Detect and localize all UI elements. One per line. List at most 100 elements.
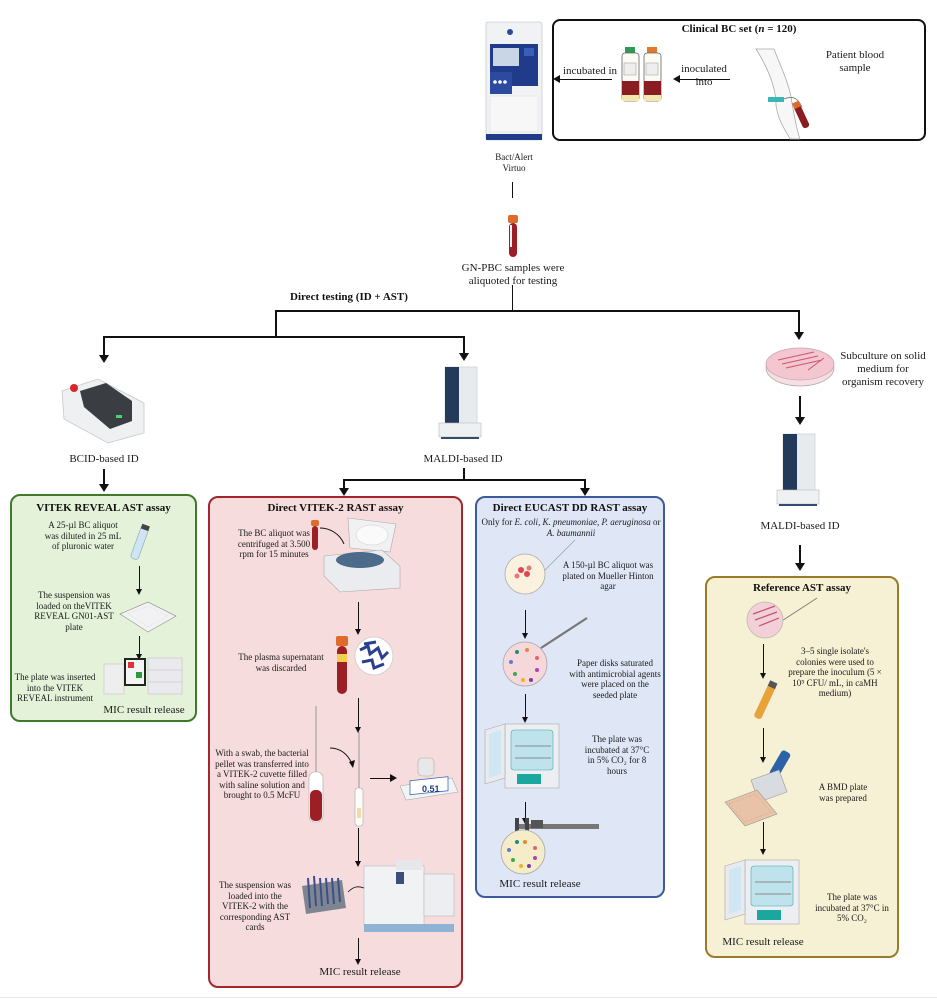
arrowhead-icon — [794, 332, 804, 340]
agar-plate-icon — [504, 539, 576, 595]
disk-plate-icon — [502, 617, 588, 687]
ast-cards-rack-icon — [302, 875, 346, 914]
vitek2-cuvette-icon — [354, 732, 364, 827]
cuvette-icon — [130, 523, 150, 560]
subculture-plate-icon — [765, 347, 835, 387]
connector-line — [139, 636, 140, 656]
maldi-reference-label: MALDI-based ID — [760, 520, 840, 532]
centrifuge-icon — [319, 517, 401, 593]
subculture-label: Subculture on solid medium for organism … — [840, 350, 926, 388]
bcid-label: BCID-based ID — [69, 453, 139, 465]
eucast-step-3: The plate was incubated at 37°C in 5% CO… — [584, 734, 650, 776]
vitek2-instrument-icon — [347, 860, 455, 932]
arrowhead-icon — [355, 861, 361, 867]
blood-tube-icon — [311, 520, 319, 550]
vitek2-step-2: The plasma supernatant was discarded — [238, 652, 324, 673]
multichannel-pipette-icon — [724, 750, 791, 827]
inoculated-arrow — [678, 79, 730, 80]
connector-line — [463, 336, 465, 354]
arrowhead-icon — [522, 633, 528, 639]
connector-line — [358, 938, 359, 960]
transfer-curve-arrow-icon — [329, 747, 355, 768]
vitek-reveal-step-3: The plate was inserted into the VITEK RE… — [14, 672, 96, 703]
vitek2-step-1: The BC aliquot was centrifuged at 3.500 … — [237, 528, 311, 559]
maldi-instrument-icon — [776, 433, 820, 506]
vitek2-step-4: The suspension was loaded into the VITEK… — [219, 880, 291, 932]
arrowhead-icon — [760, 673, 766, 679]
aliquot-label: GN-PBC samples were aliquoted for testin… — [461, 262, 565, 287]
bcid-instrument-icon — [61, 378, 145, 444]
eucast-step-2: Paper disks saturated with antimicrobial… — [569, 658, 661, 700]
connector-line — [103, 336, 105, 356]
vitek2-step-3: With a swab, the bacterial pellet was tr… — [215, 748, 309, 800]
connector-line — [584, 479, 586, 489]
connector-line — [763, 728, 764, 758]
connector-line — [358, 602, 359, 630]
bactalert-virtuo-label: Bact/Alert Virtuo — [495, 152, 533, 173]
arrowhead-icon — [459, 353, 469, 361]
eucast-rast-box: Direct EUCAST DD RAST assay Only for E. … — [475, 496, 665, 898]
connector-line — [275, 310, 799, 312]
densitometer-icon — [399, 757, 459, 801]
connector-line — [343, 479, 345, 489]
incubated-label: incubated in — [562, 65, 618, 77]
connector-line — [343, 479, 585, 481]
arrowhead-icon — [795, 563, 805, 571]
colony-plate-icon — [746, 597, 818, 639]
densitometer-reading: 0.51 — [422, 784, 440, 794]
arrowhead-icon — [795, 417, 805, 425]
vitek2-rast-title: Direct VITEK-2 RAST assay — [267, 502, 404, 514]
incubated-arrow — [558, 79, 612, 80]
incubator-icon — [484, 723, 560, 789]
arrowhead-icon — [355, 727, 361, 733]
swab-tube-icon — [308, 706, 324, 823]
vitek-reveal-title: VITEK REVEAL AST assay — [36, 502, 171, 514]
connector-line — [763, 822, 764, 850]
blood-culture-bottles-icon — [621, 47, 662, 102]
reference-result: MIC result release — [722, 936, 804, 948]
blood-tube-icon — [508, 215, 518, 257]
reference-step-2: A BMD plate was prepared — [818, 782, 868, 803]
arrowhead-icon — [673, 75, 680, 83]
connector-line — [799, 545, 801, 565]
arrowhead-icon — [339, 488, 349, 496]
caliper-plate-icon — [500, 818, 599, 875]
connector-line — [463, 468, 465, 480]
vitek-reveal-box: VITEK REVEAL AST assay A 25-µl BC aliquo… — [10, 494, 197, 722]
arrowhead-icon — [355, 959, 361, 965]
ast-plate-icon — [119, 601, 177, 633]
arrowhead-icon — [136, 654, 142, 660]
connector-line — [798, 310, 800, 334]
direct-testing-label: Direct testing (ID + AST) — [290, 291, 408, 303]
eucast-result: MIC result release — [499, 878, 581, 890]
divider — [0, 997, 937, 998]
clinical-bc-set-title: Clinical BC set (n = 120) — [681, 23, 797, 35]
vitek-reveal-step-2: The suspension was loaded on theVITEK RE… — [34, 590, 114, 632]
connector-line — [525, 802, 526, 820]
connector-line — [370, 778, 390, 779]
connector-line — [763, 644, 764, 674]
arrowhead-icon — [136, 589, 142, 595]
connector-line — [103, 469, 105, 485]
vitek2-result: MIC result release — [319, 966, 401, 978]
eucast-step-1: A 150-µl BC aliquot was plated on Muelle… — [562, 560, 654, 591]
patient-blood-sample-label: Patient blood sample — [825, 49, 885, 74]
arrowhead-icon — [553, 75, 560, 83]
vitek-reveal-step-1: A 25-µl BC aliquot was diluted in 25 mL … — [44, 520, 122, 551]
clinical-bc-set-box: Clinical BC set (n = 120) inoculated int… — [552, 19, 926, 141]
reference-step-3: The plate was incubated at 37°C in 5% CO… — [815, 892, 889, 923]
arrowhead-icon — [99, 484, 109, 492]
arrowhead-icon — [390, 774, 397, 782]
connector-line — [358, 698, 359, 728]
bactalert-virtuo-instrument-icon — [485, 21, 543, 141]
connector-line — [799, 396, 801, 418]
arrowhead-icon — [760, 757, 766, 763]
connector-line — [275, 310, 277, 337]
eucast-subtitle: Only for E. coli, K. pneumoniae, P. aeru… — [481, 517, 661, 538]
connector-line — [358, 828, 359, 862]
inoculum-tube-icon — [754, 680, 778, 719]
arrowhead-icon — [580, 488, 590, 496]
vitek2-rast-box: Direct VITEK-2 RAST assay The BC aliquot… — [208, 496, 463, 988]
maldi-direct-label: MALDI-based ID — [423, 453, 503, 465]
incubator-icon — [724, 859, 800, 925]
